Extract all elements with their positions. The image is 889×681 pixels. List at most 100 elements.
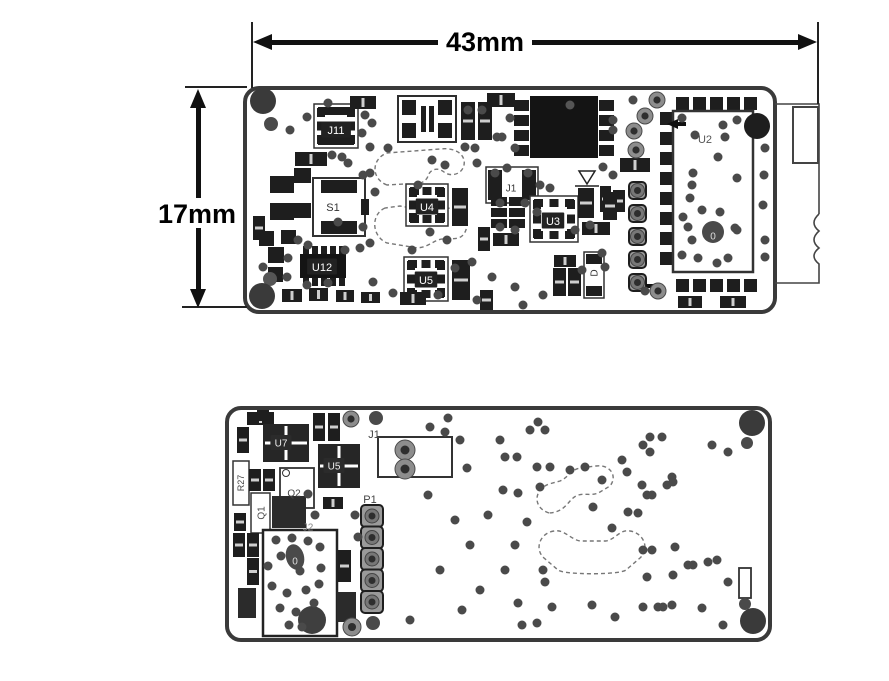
ref-label-bg <box>321 121 351 138</box>
via <box>388 288 398 298</box>
ic-pad <box>317 135 325 144</box>
via <box>303 489 313 499</box>
symbol-path <box>575 170 599 187</box>
via <box>547 602 557 612</box>
via <box>685 193 695 203</box>
via <box>713 152 723 162</box>
ref-label-U5: U5 <box>328 462 341 473</box>
via <box>502 163 512 173</box>
via <box>633 508 643 518</box>
module-pad <box>660 192 673 205</box>
via <box>510 225 520 235</box>
component-pad <box>337 592 356 622</box>
via <box>455 435 465 445</box>
via <box>309 598 319 608</box>
via <box>368 534 376 541</box>
ref-label-J1: J1 <box>506 184 517 195</box>
via <box>608 170 618 180</box>
via <box>732 225 742 235</box>
passive-gap <box>454 278 468 282</box>
via <box>715 207 725 217</box>
via <box>365 142 375 152</box>
via <box>678 212 688 222</box>
via <box>597 248 607 258</box>
via <box>282 588 292 598</box>
via <box>368 577 376 584</box>
via <box>357 128 367 138</box>
ref-label-bg <box>323 458 345 473</box>
hole <box>264 117 278 131</box>
via <box>442 235 452 245</box>
component-pad <box>250 492 271 534</box>
ic-pin <box>599 100 614 111</box>
passive-gap <box>411 294 415 303</box>
via <box>703 557 713 567</box>
component-pad <box>792 106 819 164</box>
via <box>668 570 678 580</box>
via <box>490 168 500 178</box>
via <box>654 287 662 295</box>
via <box>367 118 377 128</box>
via <box>720 132 730 142</box>
passive-gap <box>340 564 349 568</box>
module-pad <box>660 112 673 125</box>
ref-label-U3: U3 <box>546 216 560 228</box>
via <box>712 555 722 565</box>
ic-pad <box>533 214 541 224</box>
via <box>293 235 303 245</box>
via <box>370 413 380 423</box>
via <box>323 278 333 288</box>
via <box>707 440 717 450</box>
via <box>718 620 728 630</box>
via <box>407 245 417 255</box>
via <box>525 425 535 435</box>
component-pad <box>491 208 507 217</box>
passive-gap <box>330 425 338 429</box>
ic-pad <box>437 188 445 197</box>
ic-pad <box>437 213 445 222</box>
via <box>522 517 532 527</box>
hole <box>744 113 770 139</box>
ic-pad <box>336 137 345 145</box>
passive-gap <box>251 478 259 482</box>
passive-gap <box>480 119 490 123</box>
via <box>327 150 337 160</box>
via <box>337 152 347 162</box>
via <box>758 200 768 210</box>
passive-gap <box>309 154 313 164</box>
via <box>634 233 641 240</box>
via <box>645 432 655 442</box>
ic-pad <box>567 200 575 209</box>
via <box>263 561 273 571</box>
via <box>545 462 555 472</box>
ic-pad <box>533 229 541 238</box>
via <box>632 146 640 154</box>
hole <box>702 221 724 243</box>
ref-label-J1: J1 <box>368 429 380 441</box>
component-pad <box>509 208 525 217</box>
via <box>732 173 742 183</box>
module-pad <box>744 279 757 292</box>
via <box>477 105 487 115</box>
via <box>440 427 450 437</box>
via <box>405 615 415 625</box>
crystal-pad <box>402 123 416 138</box>
via <box>693 253 703 263</box>
hole <box>249 283 275 309</box>
ref-label-bg <box>270 435 292 450</box>
via <box>365 168 375 178</box>
via <box>360 110 370 120</box>
ic-pin <box>599 145 614 156</box>
via <box>520 198 530 208</box>
via <box>500 452 510 462</box>
keepout-outline <box>536 465 614 514</box>
via <box>487 272 497 282</box>
via <box>425 227 435 237</box>
ic-pad <box>407 274 415 284</box>
component-pad <box>281 230 296 244</box>
via <box>370 187 380 197</box>
component-pad <box>738 567 752 599</box>
via <box>353 532 363 542</box>
module-pad <box>660 212 673 225</box>
via <box>687 180 697 190</box>
